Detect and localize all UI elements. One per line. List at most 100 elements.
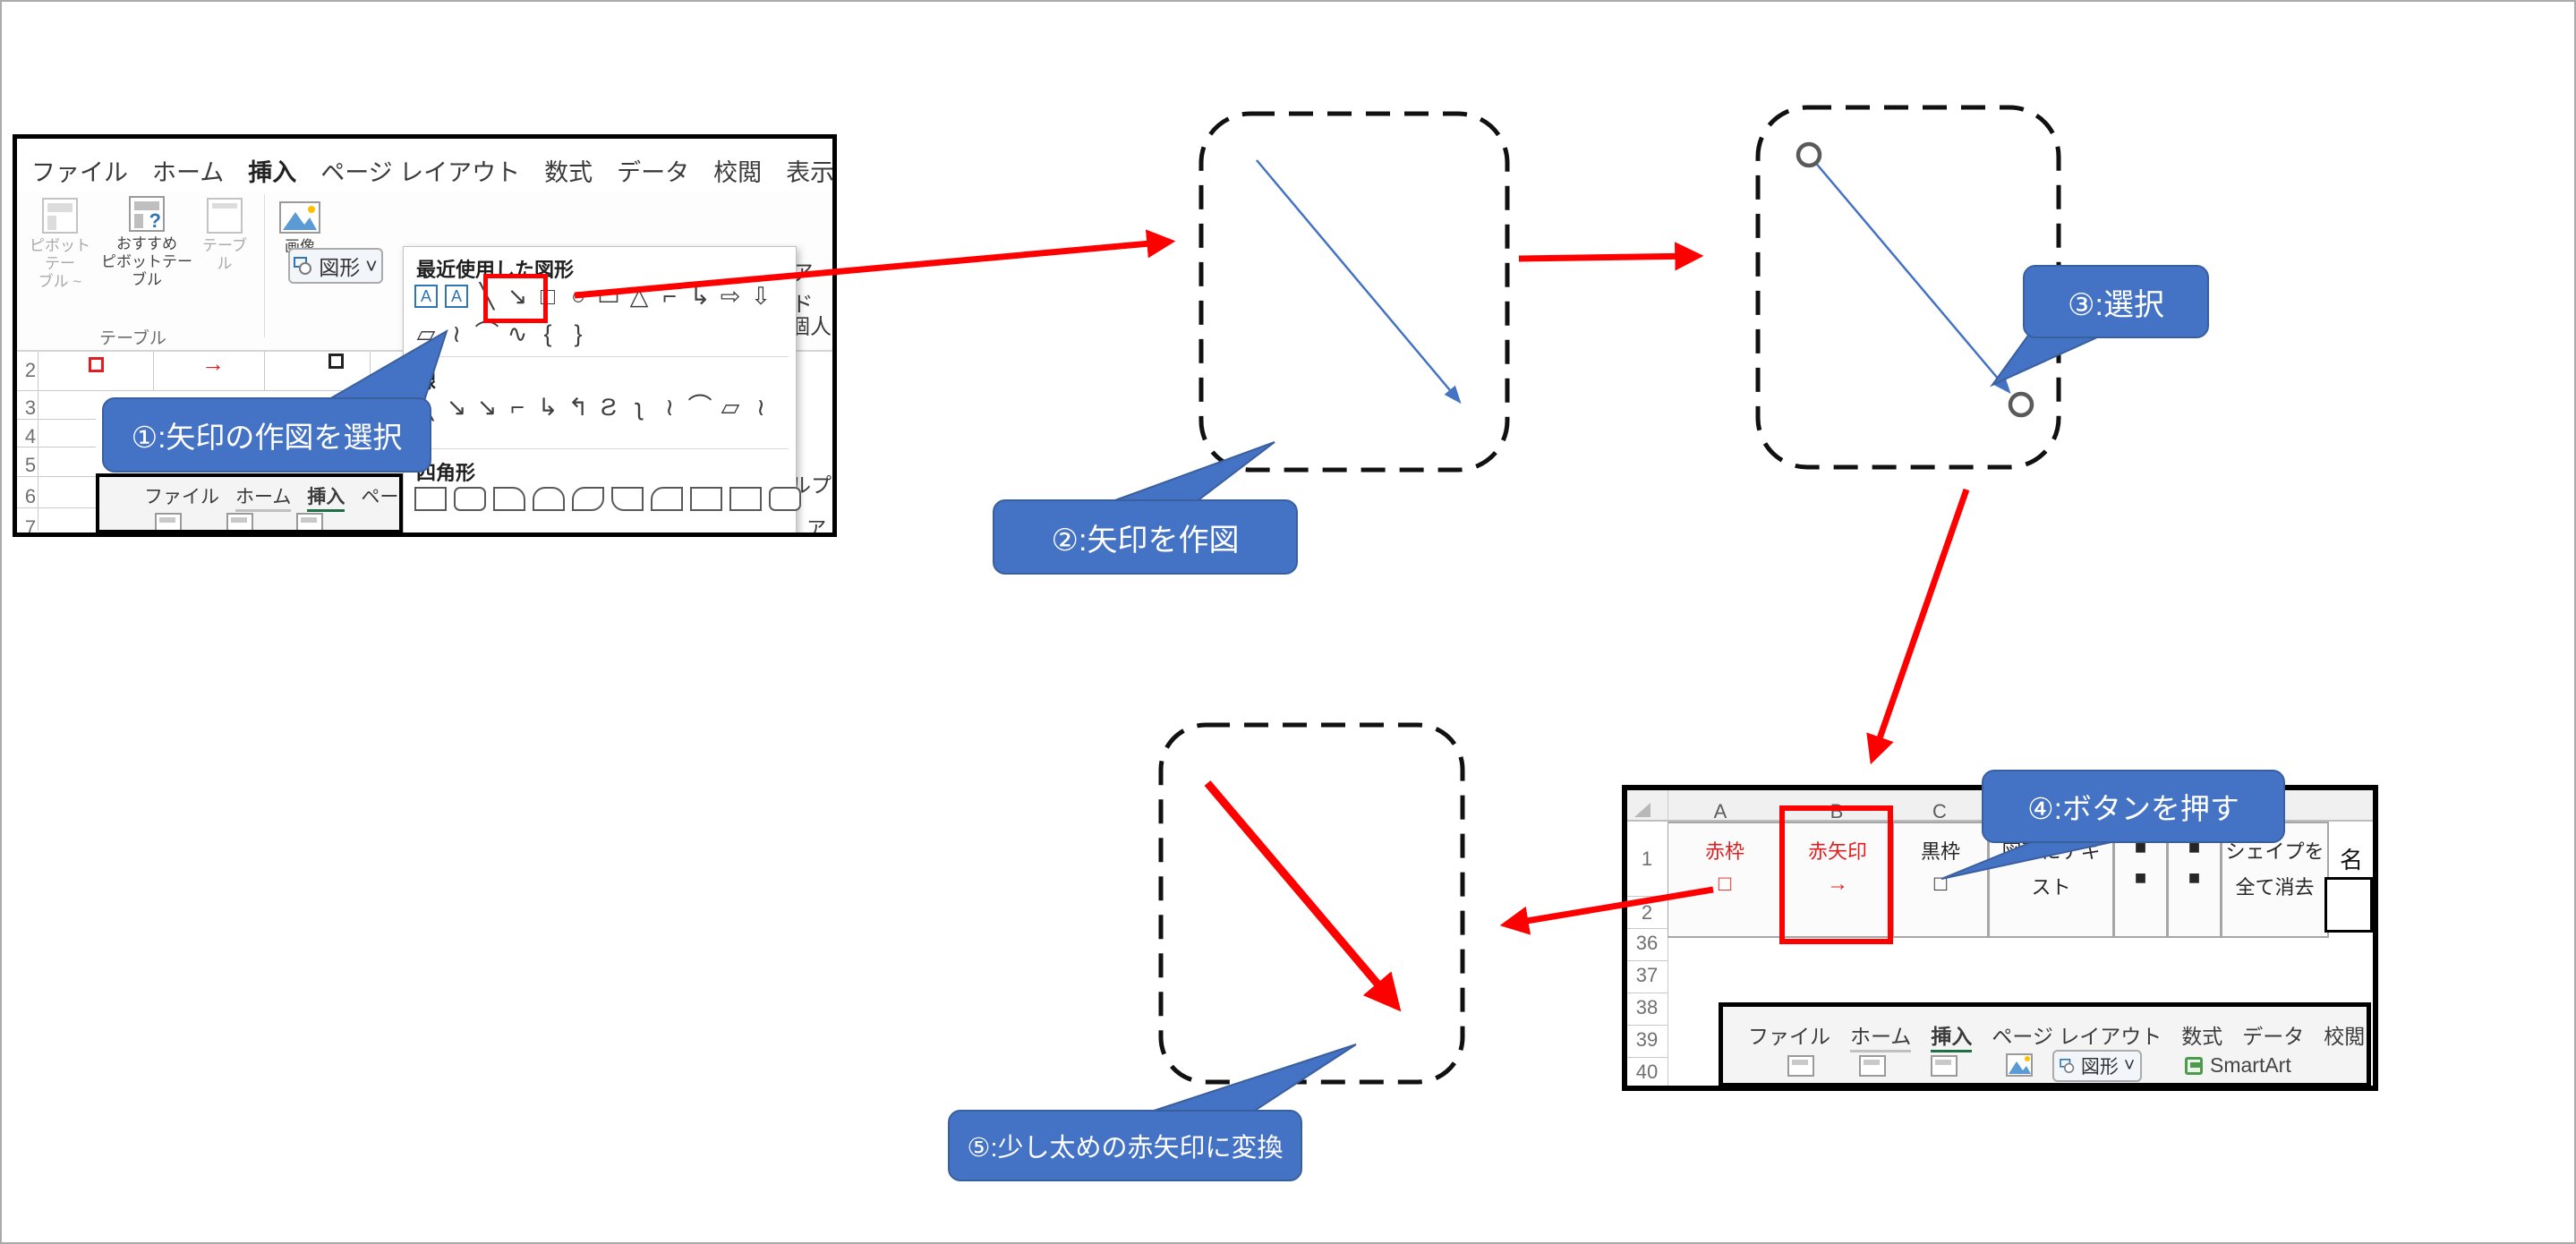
- freeform-icon[interactable]: ▱: [721, 394, 740, 421]
- row-header[interactable]: 39: [1635, 1028, 1659, 1051]
- mini-tab-data[interactable]: データ: [2242, 1025, 2305, 1048]
- row-header[interactable]: 4: [24, 425, 37, 447]
- mini-smartart-button[interactable]: SmartArt: [2185, 1053, 2291, 1078]
- select-all-corner[interactable]: [1634, 803, 1651, 817]
- tab-view[interactable]: 表示: [786, 159, 835, 186]
- block-arrow-right-icon[interactable]: ⇨: [720, 283, 741, 310]
- tab-formulas[interactable]: 数式: [544, 159, 593, 186]
- connector-arrow-2: [1518, 242, 1704, 271]
- elbow-connector-icon[interactable]: ⌐: [662, 283, 677, 310]
- callout-step-3: ③:選択: [2023, 265, 2209, 338]
- elbow-arrow-connector-icon[interactable]: ↳: [537, 394, 559, 421]
- column-header-c[interactable]: C: [1932, 800, 1947, 822]
- oval-shape-icon[interactable]: ○: [570, 283, 586, 310]
- scribble-icon[interactable]: ≀: [755, 394, 766, 421]
- dashed-step-box-3: [1755, 105, 2061, 470]
- mini-tab-file[interactable]: ファイル: [144, 487, 219, 507]
- selection-handle-start[interactable]: [1796, 141, 1822, 168]
- table-icon: [207, 198, 243, 234]
- red-frame-macro-button[interactable]: 赤枠 □: [1668, 822, 1783, 938]
- selection-handle-end[interactable]: [2008, 391, 2034, 418]
- mini-shapes-dropdown-button[interactable]: 図形˅: [2052, 1050, 2142, 1082]
- elbow-double-arrow-icon[interactable]: ↰: [567, 394, 589, 421]
- row-header[interactable]: 2: [24, 359, 37, 381]
- snip-corner-rectangle-icon[interactable]: [493, 487, 525, 511]
- mini-tab-page-layout[interactable]: ページ レイアウト: [1992, 1025, 2162, 1048]
- snip-diagonal-rectangle-icon[interactable]: [572, 487, 604, 511]
- elbow-connector-icon[interactable]: ⌐: [510, 394, 525, 421]
- triangle-shape-icon[interactable]: △: [629, 283, 649, 310]
- right-brace-shape-icon[interactable]: }: [574, 320, 583, 347]
- pivottable-button[interactable]: ピボットテーブル ~: [24, 198, 96, 291]
- mini-tab-insert[interactable]: 挿入: [307, 482, 345, 512]
- dashed-step-box-2: [1198, 111, 1510, 473]
- mini-tab-formulas[interactable]: 数式: [2181, 1025, 2223, 1048]
- row-header[interactable]: 3: [24, 396, 37, 419]
- shapes-dropdown-button[interactable]: 図形˅: [288, 248, 383, 284]
- round-corner-rectangle-icon[interactable]: [651, 487, 683, 511]
- converted-red-arrow: [1204, 780, 1402, 1012]
- rounded-rectangle-icon[interactable]: [769, 487, 801, 511]
- row-header[interactable]: 2: [1641, 901, 1653, 924]
- curved-double-arrow-icon[interactable]: ≀: [664, 394, 675, 421]
- arc-icon[interactable]: ⌒: [687, 394, 712, 421]
- rounded-rectangle-icon[interactable]: [454, 487, 486, 511]
- block-arrow-down-icon[interactable]: ⇩: [750, 283, 772, 310]
- row-header[interactable]: 7: [24, 516, 37, 537]
- mini-tab-page-layout[interactable]: ページ レ: [361, 487, 399, 507]
- snip-round-rectangle-icon[interactable]: [611, 487, 644, 511]
- mini-tab-home[interactable]: ホーム: [235, 482, 292, 512]
- snip-same-side-rectangle-icon[interactable]: [533, 487, 565, 511]
- tab-page-layout[interactable]: ページ レイアウト: [320, 159, 521, 186]
- table-button[interactable]: テーブル: [196, 198, 253, 273]
- gridline: [17, 419, 96, 420]
- name-box-label-partial: 名: [2340, 847, 2364, 873]
- row-header[interactable]: 40: [1635, 1061, 1659, 1083]
- gridline: [1627, 896, 1668, 897]
- column-header-a[interactable]: A: [1713, 800, 1727, 822]
- line-double-arrow-icon[interactable]: ↘: [476, 394, 498, 421]
- row-header[interactable]: 6: [24, 485, 37, 507]
- flowchart-shape-icon[interactable]: ▱: [416, 320, 436, 347]
- row-header[interactable]: 1: [1641, 848, 1653, 870]
- mini-tab-file[interactable]: ファイル: [1748, 1025, 1830, 1048]
- scribble-shape-icon[interactable]: ≀: [451, 320, 462, 347]
- curve-shape-icon[interactable]: ∿: [507, 320, 528, 347]
- shapes-dropdown-panel: 最近使用した図形 A A ╲ ↘ □ ○ ▭ △ ⌐ ↳ ⇨ ⇩ ▱ ≀ ⌒ ∿…: [403, 246, 801, 533]
- smartart-icon: [2185, 1056, 2203, 1075]
- arc-shape-icon[interactable]: ⌒: [474, 320, 499, 347]
- mini-pivot-icon: [1859, 1055, 1886, 1077]
- mini-tab-review[interactable]: 校閲: [2324, 1025, 2366, 1048]
- mini-pivot-icon: [296, 513, 323, 530]
- tab-file[interactable]: ファイル: [31, 159, 128, 186]
- rounded-rect-shape-icon[interactable]: ▭: [597, 283, 620, 310]
- line-arrow-icon[interactable]: ↘: [446, 394, 467, 421]
- curved-arrow-connector-icon[interactable]: ʅ: [636, 394, 642, 421]
- rectangle-icon[interactable]: [690, 487, 722, 511]
- image-icon: [279, 201, 320, 234]
- menu-divider: [411, 356, 789, 357]
- textbox-vertical-shape-icon[interactable]: A: [445, 285, 468, 308]
- row-header[interactable]: 5: [24, 454, 37, 476]
- row-header[interactable]: 37: [1635, 964, 1659, 986]
- arrow-shape-icon[interactable]: ↘: [507, 283, 528, 310]
- callout-5-tail: [1139, 1044, 1357, 1116]
- left-brace-shape-icon[interactable]: {: [543, 320, 552, 347]
- gridline: [1627, 1057, 1668, 1058]
- tab-data[interactable]: データ: [617, 159, 690, 186]
- rectangle-icon[interactable]: [414, 487, 447, 511]
- mini-tab-insert[interactable]: 挿入: [1931, 1019, 1973, 1052]
- recommended-pivottables-button[interactable]: ? おすすめピボットテーブル: [99, 196, 194, 289]
- curved-connector-icon[interactable]: Ƨ: [600, 394, 617, 421]
- red-arrow-macro-button[interactable]: 赤矢印 →: [1783, 822, 1893, 938]
- elbow-arrow-icon[interactable]: ↳: [689, 283, 711, 310]
- rectangle-icon[interactable]: [729, 487, 762, 511]
- black-frame-macro-button[interactable]: 黒枠 □: [1893, 822, 1989, 938]
- shapes-icon: [2060, 1059, 2075, 1073]
- name-box[interactable]: [2324, 877, 2373, 933]
- row-header[interactable]: 38: [1635, 996, 1659, 1018]
- mini-tab-home[interactable]: ホーム: [1850, 1019, 1912, 1052]
- tab-review[interactable]: 校閲: [713, 159, 763, 186]
- textbox-shape-icon[interactable]: A: [414, 285, 438, 308]
- row-header[interactable]: 36: [1635, 932, 1659, 954]
